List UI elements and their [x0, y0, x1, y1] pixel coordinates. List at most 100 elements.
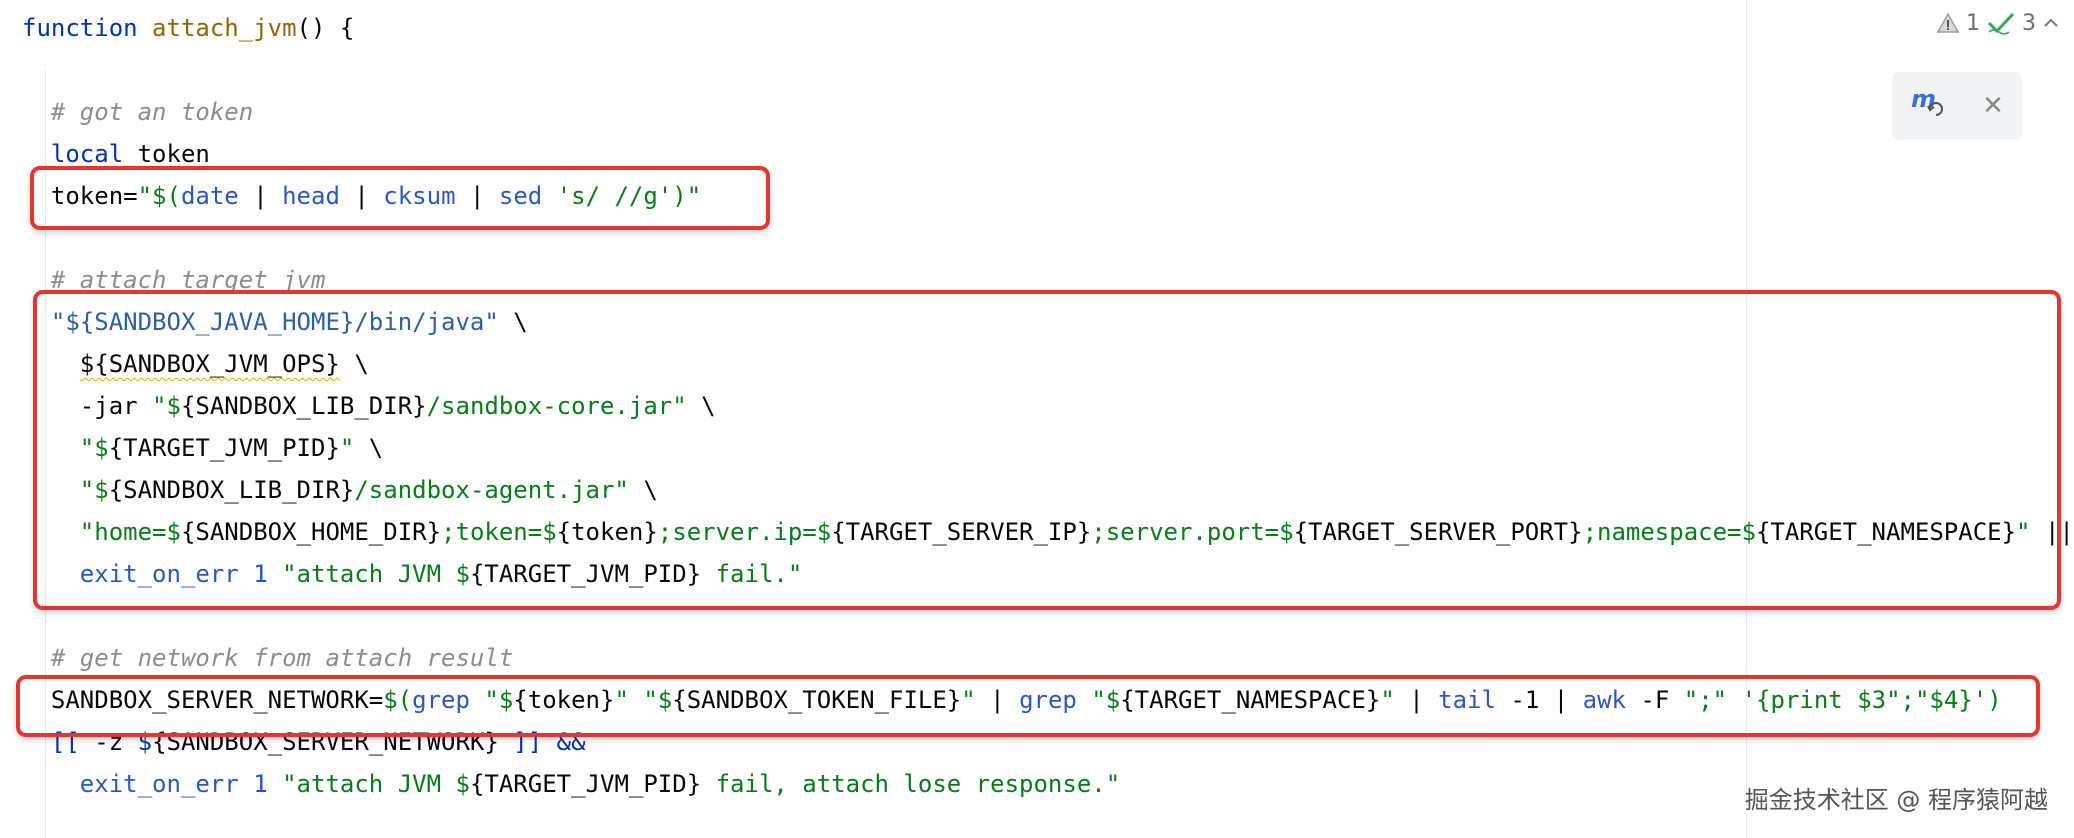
code-token: ;server.ip=$	[657, 518, 832, 546]
code-token: token=	[22, 182, 138, 210]
code-token: {token}	[556, 518, 658, 546]
code-token: awk	[1582, 686, 1626, 714]
code-token: {SANDBOX_HOME_DIR}	[180, 518, 442, 546]
code-token	[1077, 686, 1091, 714]
code-token: "$	[79, 434, 109, 462]
code-line[interactable]: "${SANDBOX_JAVA_HOME}/bin/java" \	[22, 301, 528, 343]
code-token: exit_on_err	[79, 770, 239, 798]
code-token: ${SANDBOX_JVM_OPS}	[79, 350, 340, 378]
code-token: [[	[50, 728, 80, 756]
code-token	[22, 728, 51, 756]
code-line[interactable]: -jar "${SANDBOX_LIB_DIR}/sandbox-core.ja…	[22, 385, 716, 427]
code-token	[138, 14, 152, 42]
code-token: ";"	[1683, 686, 1728, 714]
right-margin-guide	[1746, 0, 1747, 838]
warning-icon	[1936, 12, 1960, 34]
code-token	[239, 560, 253, 588]
code-token: exit_on_err	[79, 560, 239, 588]
code-token: $	[137, 728, 153, 756]
code-token: "	[1380, 686, 1395, 714]
code-token	[22, 98, 51, 126]
code-token: $(	[383, 686, 413, 714]
code-line[interactable]: # attach target jvm	[22, 259, 326, 301]
code-token: \	[628, 476, 658, 504]
code-token: "	[614, 686, 629, 714]
code-token: |	[238, 182, 283, 210]
code-token: "$	[643, 686, 673, 714]
code-token: )"	[672, 182, 702, 210]
check-count: 3	[2022, 10, 2036, 36]
code-token	[22, 434, 80, 462]
code-token: 1	[253, 770, 268, 798]
code-token: "attach JVM $	[282, 770, 470, 798]
code-line[interactable]: "${TARGET_JVM_PID}" \	[22, 427, 383, 469]
code-token	[22, 308, 51, 336]
code-token: local	[50, 140, 124, 168]
code-token: |	[455, 182, 499, 210]
code-token	[629, 686, 643, 714]
code-token: date	[180, 182, 239, 210]
code-token	[22, 266, 51, 294]
code-token: head	[282, 182, 340, 210]
indent-guide	[45, 70, 46, 838]
code-token: ]] &&	[513, 728, 586, 756]
code-token	[239, 770, 253, 798]
code-line[interactable]: ${SANDBOX_JVM_OPS} \	[22, 343, 369, 385]
code-token: {TARGET_JVM_PID}	[108, 434, 340, 462]
code-token: cksum	[383, 182, 456, 210]
close-icon[interactable]: ✕	[1982, 91, 2004, 121]
inspection-widget[interactable]: 1 3	[1936, 6, 2060, 40]
watermark: 掘金技术社区 @ 程序猿阿越	[1744, 786, 2048, 814]
code-token: /sandbox-core.jar"	[426, 392, 687, 420]
code-token	[22, 350, 80, 378]
code-line[interactable]: "home=${SANDBOX_HOME_DIR};token=${token}…	[22, 511, 2074, 553]
code-token: grep	[412, 686, 470, 714]
code-token: attach_jvm	[152, 14, 297, 42]
code-token: |	[975, 686, 1020, 714]
code-token	[542, 182, 556, 210]
code-token: # got an token	[50, 98, 254, 126]
reload-popup[interactable]: m ✕	[1892, 72, 2022, 140]
code-token: fail."	[701, 560, 803, 588]
code-token: \	[354, 434, 384, 462]
code-token: \	[686, 392, 716, 420]
code-token: "home=$	[79, 518, 181, 546]
code-token: token	[123, 140, 210, 168]
code-line[interactable]: function attach_jvm() {	[22, 7, 354, 49]
code-line[interactable]: local token	[22, 133, 210, 175]
code-token: -jar	[22, 392, 153, 420]
code-line[interactable]: token="$(date | head | cksum | sed 's/ /…	[22, 175, 701, 217]
code-line[interactable]: exit_on_err 1 "attach JVM ${TARGET_JVM_P…	[22, 553, 803, 595]
code-token	[22, 560, 80, 588]
code-token	[499, 728, 513, 756]
code-line[interactable]: # get network from attach result	[22, 637, 513, 679]
code-token	[22, 140, 51, 168]
code-token: ;server.port=$	[1091, 518, 1294, 546]
code-token: {token}	[513, 686, 615, 714]
code-token: {TARGET_NAMESPACE}	[1755, 518, 2017, 546]
code-line[interactable]: [[ -z ${SANDBOX_SERVER_NETWORK} ]] &&	[22, 721, 586, 763]
code-token: "$	[152, 392, 181, 420]
code-token: "	[339, 434, 355, 462]
code-line[interactable]: SANDBOX_SERVER_NETWORK=$(grep "${token}"…	[22, 679, 2002, 721]
code-token: -F	[1625, 686, 1684, 714]
chevron-up-icon[interactable]	[2042, 14, 2060, 32]
code-token: {TARGET_SERVER_PORT}	[1293, 518, 1583, 546]
code-line[interactable]: # got an token	[22, 91, 253, 133]
code-token: function	[22, 14, 138, 42]
code-token: sed	[498, 182, 543, 210]
code-token	[268, 560, 282, 588]
code-line[interactable]: "${SANDBOX_LIB_DIR}/sandbox-agent.jar" \	[22, 469, 658, 511]
code-token	[22, 770, 80, 798]
code-token: "	[2016, 518, 2031, 546]
code-token: ;token=$	[441, 518, 557, 546]
maven-reload-icon[interactable]: m	[1910, 85, 1946, 125]
code-token: grep	[1019, 686, 1077, 714]
code-token: {SANDBOX_LIB_DIR}	[180, 392, 427, 420]
code-line[interactable]: exit_on_err 1 "attach JVM ${TARGET_JVM_P…	[22, 763, 1120, 805]
code-token: "$	[1091, 686, 1121, 714]
code-token: # attach target jvm	[50, 266, 326, 294]
code-token: tail	[1438, 686, 1496, 714]
code-token: {TARGET_JVM_PID}	[469, 560, 702, 588]
